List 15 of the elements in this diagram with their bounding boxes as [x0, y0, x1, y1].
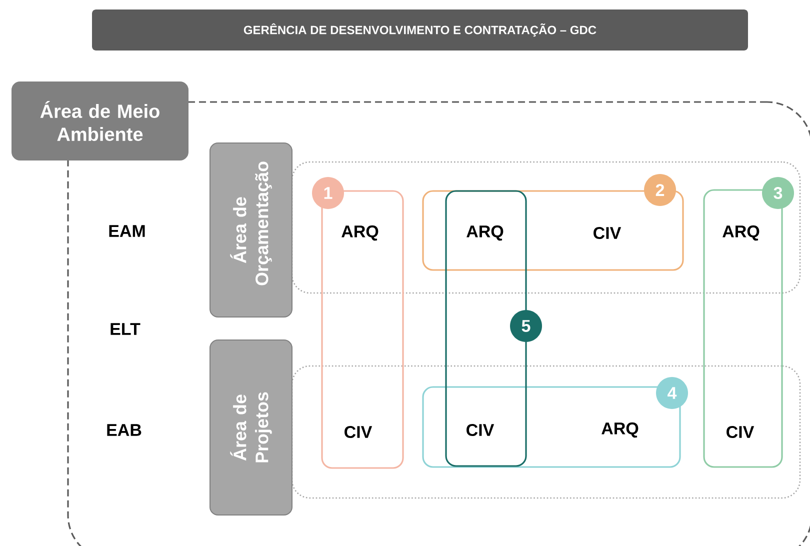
group-item-label: CIV [726, 426, 754, 438]
row-label: EAB [107, 424, 142, 436]
heading-box: Área de Orçamentação [210, 142, 292, 318]
title-bar: GERÊNCIA DE DESENVOLVIMENTO E CONTRATAÇÃO – GDC [92, 10, 748, 50]
group-item-label: CIV [594, 226, 622, 240]
heading-box: Área de Meio Ambiente [12, 82, 188, 160]
row-label: EAM [109, 225, 145, 237]
group-item-label: ARQ [342, 225, 378, 241]
row-label: ELT [110, 323, 140, 335]
group-item-label: CIV [344, 426, 372, 438]
heading-box: Área de Projetos [210, 340, 292, 516]
group-item-label: CIV [466, 424, 494, 436]
group-item-label: ARQ [602, 422, 638, 438]
group-item-label: ARQ [722, 225, 760, 241]
group-item-label: ARQ [466, 225, 504, 241]
